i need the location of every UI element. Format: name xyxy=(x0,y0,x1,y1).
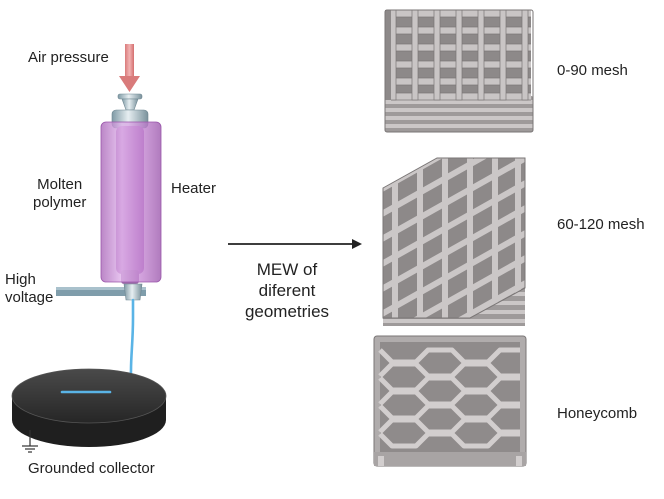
high-voltage-label: High voltage xyxy=(5,271,53,307)
process-line-3: geometries xyxy=(244,302,330,321)
molten-polymer-line-1: Molten xyxy=(37,176,83,193)
process-line-2: diferent xyxy=(258,281,316,300)
grounded-collector-label: Grounded collector xyxy=(28,460,155,477)
grounded-collector xyxy=(11,368,167,447)
high-voltage-electrode xyxy=(56,283,146,301)
ground-symbol-icon xyxy=(22,430,38,453)
heater-label: Heater xyxy=(171,180,217,197)
air-pressure-arrow xyxy=(119,44,140,92)
high-voltage-line-1: High xyxy=(5,271,36,288)
mesh-60-120-scaffold xyxy=(382,157,526,326)
process-arrow xyxy=(228,239,362,249)
molten-polymer-line-2: polymer xyxy=(33,194,87,211)
structure-label-0-90: 0-90 mesh xyxy=(557,62,628,79)
molten-polymer-label: Molten polymer xyxy=(33,176,86,212)
air-pressure-label: Air pressure xyxy=(28,49,109,66)
structure-label-honeycomb: Honeycomb xyxy=(557,405,638,422)
mesh-0-90-scaffold xyxy=(384,9,534,133)
honeycomb-scaffold xyxy=(373,335,527,467)
process-label: MEW of diferent geometries xyxy=(232,259,342,322)
process-line-1: MEW of xyxy=(256,260,318,279)
structure-label-60-120: 60-120 mesh xyxy=(557,216,645,233)
high-voltage-line-2: voltage xyxy=(5,289,54,306)
heater-jacket xyxy=(100,121,162,283)
